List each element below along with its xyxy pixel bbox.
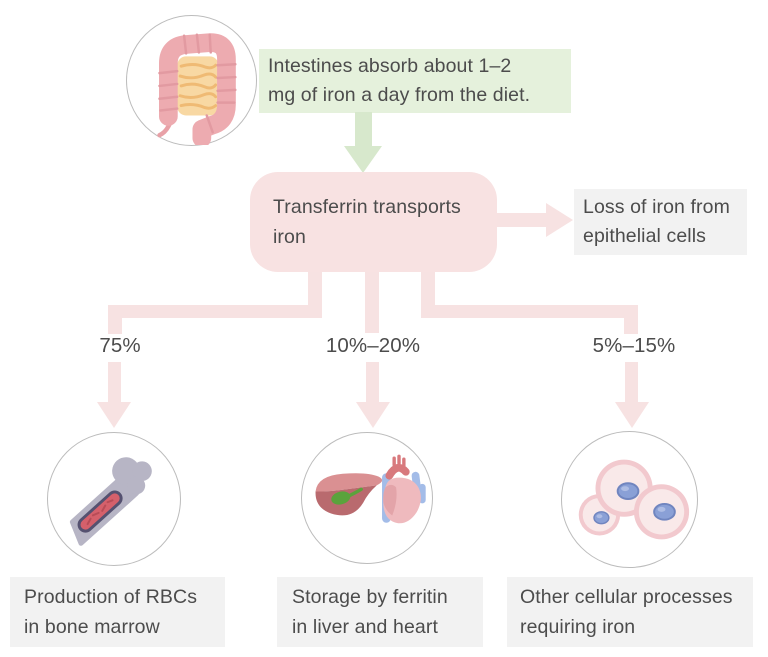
small-intestine-loops [178,63,218,110]
gallbladder-shape [331,491,351,505]
branch-arrow-head [97,402,131,428]
bone-shape [69,457,152,546]
marrow-speckles [86,499,114,526]
branch-label-line2: in liver and heart [292,616,438,638]
intake-note-line2: mg of iron a day from the diet. [268,84,531,106]
aorta-shape [385,454,410,480]
colon-haustra-lines [158,33,237,134]
cells-circle [561,431,698,568]
loss-arrow-head [546,203,573,237]
branch-label-line2: requiring iron [520,616,636,638]
liver-heart-icon [315,454,426,524]
bone-marrow-icon [69,457,152,546]
transferrin-line2: iron [273,226,306,248]
transferrin-box: Transferrin transports iron [250,172,497,272]
heart-shape [382,454,426,524]
liver-shape [315,473,383,516]
branch-arrow-shaft [625,362,638,402]
cell-shape [633,484,690,540]
branch-percent-label: 5%–15% [592,334,676,357]
branch-drop-left [108,305,122,334]
loss-line1: Loss of iron from [583,196,730,218]
branch-percent-label: 10%–20% [325,334,421,357]
loss-box: Loss of iron from epithelial cells [574,189,747,255]
branch-arrow-shaft [108,362,121,402]
branch-label-box: Other cellular processes requiring iron [507,577,753,647]
branch-arrow-head [615,402,649,428]
branch-percent-label: 75% [99,334,141,357]
branch-label-line1: Other cellular processes [520,586,733,608]
intake-note-box: Intestines absorb about 1–2 mg of iron a… [259,49,571,113]
branch-arrow-head [356,402,390,428]
bone-marrow-circle [47,432,181,566]
loss-line2: epithelial cells [583,225,706,247]
colon-shape [159,33,236,145]
intestines-icon [157,33,237,145]
intake-note-line1: Intestines absorb about 1–2 [268,55,512,77]
intake-arrow-head [344,146,382,173]
loss-arrow-shaft [495,213,546,227]
branch-hbar-left [108,305,322,318]
branch-label-line1: Production of RBCs [24,586,198,608]
cells-icon [578,459,690,540]
intestines-circle [126,15,257,146]
branch-stub-middle [365,270,379,333]
branch-arrow-shaft [366,362,379,402]
branch-label-box: Storage by ferritin in liver and heart [277,577,483,647]
branch-drop-right [624,305,638,334]
branch-label-box: Production of RBCs in bone marrow [10,577,225,647]
transferrin-line1: Transferrin transports [273,196,461,218]
intake-arrow-shaft [355,112,372,147]
branch-hbar-right [421,305,638,318]
liver-heart-circle [301,432,433,564]
branch-label-line1: Storage by ferritin [292,586,448,608]
branch-label-line2: in bone marrow [24,616,160,638]
